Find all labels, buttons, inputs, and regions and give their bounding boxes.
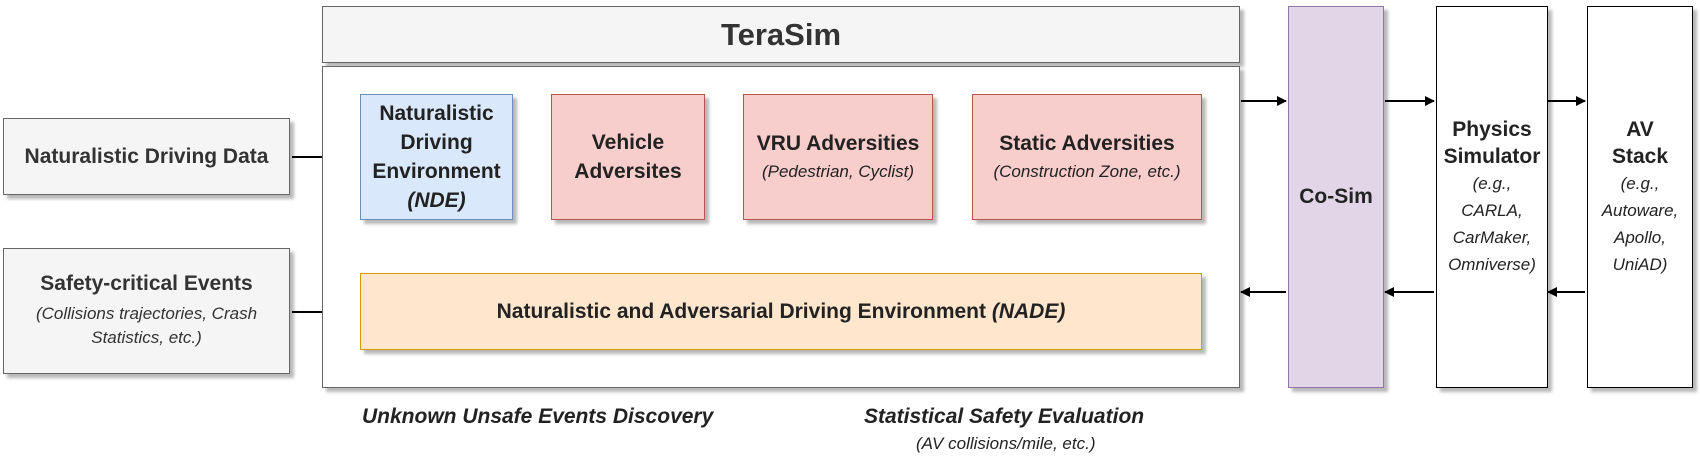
vru-adversities-box: VRU Adversities (Pedestrian, Cyclist) (743, 94, 933, 220)
caption-discovery: Unknown Unsafe Events Discovery (362, 405, 714, 428)
physics-line-2: Simulator (1443, 145, 1541, 168)
nade-abbr: (NADE) (991, 299, 1066, 323)
nde-abbr: (NDE) (407, 189, 466, 212)
physics-example-3: CarMaker, (1452, 228, 1532, 247)
physics-simulator-box: Physics Simulator (e.g., CARLA, CarMaker… (1436, 6, 1548, 388)
vehicle-line-2: Adversites (574, 160, 682, 183)
physics-example-1: (e.g., (1472, 174, 1512, 193)
av-example-4: UniAD) (1612, 255, 1668, 274)
vru-title: VRU Adversities (756, 132, 920, 155)
naturalistic-driving-data-box: Naturalistic Driving Data (3, 118, 290, 195)
static-title: Static Adversities (999, 132, 1175, 155)
cosim-box: Co-Sim (1288, 6, 1384, 388)
av-line-2: Stack (1611, 145, 1669, 168)
physics-example-2: CARLA, (1461, 201, 1523, 220)
caption-evaluation-sub: (AV collisions/mile, etc.) (916, 434, 1096, 453)
nde-line-2: Driving (400, 131, 473, 154)
av-line-1: AV (1626, 118, 1654, 141)
safety-critical-subtitle-2: Statistics, etc.) (91, 328, 202, 347)
physics-example-4: Omniverse) (1448, 255, 1536, 274)
vru-subtitle: (Pedestrian, Cyclist) (761, 162, 915, 181)
safety-critical-title: Safety-critical Events (40, 272, 253, 295)
av-example-3: Apollo, (1614, 228, 1666, 247)
caption-evaluation: Statistical Safety Evaluation (864, 405, 1145, 428)
cosim-label: Co-Sim (1299, 185, 1373, 208)
nade-box: Naturalistic and Adversarial Driving Env… (360, 273, 1202, 350)
terasim-header: TeraSim (322, 6, 1240, 63)
safety-critical-subtitle-1: (Collisions trajectories, Crash (35, 304, 258, 323)
naturalistic-driving-data-label: Naturalistic Driving Data (24, 144, 269, 168)
nade-label: Naturalistic and Adversarial Driving Env… (496, 299, 992, 323)
vehicle-adversites-box: Vehicle Adversites (551, 94, 705, 220)
nde-box: Naturalistic Driving Environment (NDE) (360, 94, 513, 220)
vehicle-line-1: Vehicle (591, 131, 665, 154)
physics-line-1: Physics (1452, 118, 1532, 141)
av-stack-box: AV Stack (e.g., Autoware, Apollo, UniAD) (1587, 6, 1693, 388)
nde-line-1: Naturalistic (379, 102, 494, 125)
terasim-title: TeraSim (720, 16, 842, 52)
safety-critical-events-box: Safety-critical Events (Collisions traje… (3, 248, 290, 374)
static-subtitle: (Construction Zone, etc.) (993, 162, 1181, 181)
nde-line-3: Environment (372, 160, 501, 183)
av-example-2: Autoware, (1601, 201, 1679, 220)
static-adversities-box: Static Adversities (Construction Zone, e… (972, 94, 1202, 220)
av-example-1: (e.g., (1620, 174, 1660, 193)
